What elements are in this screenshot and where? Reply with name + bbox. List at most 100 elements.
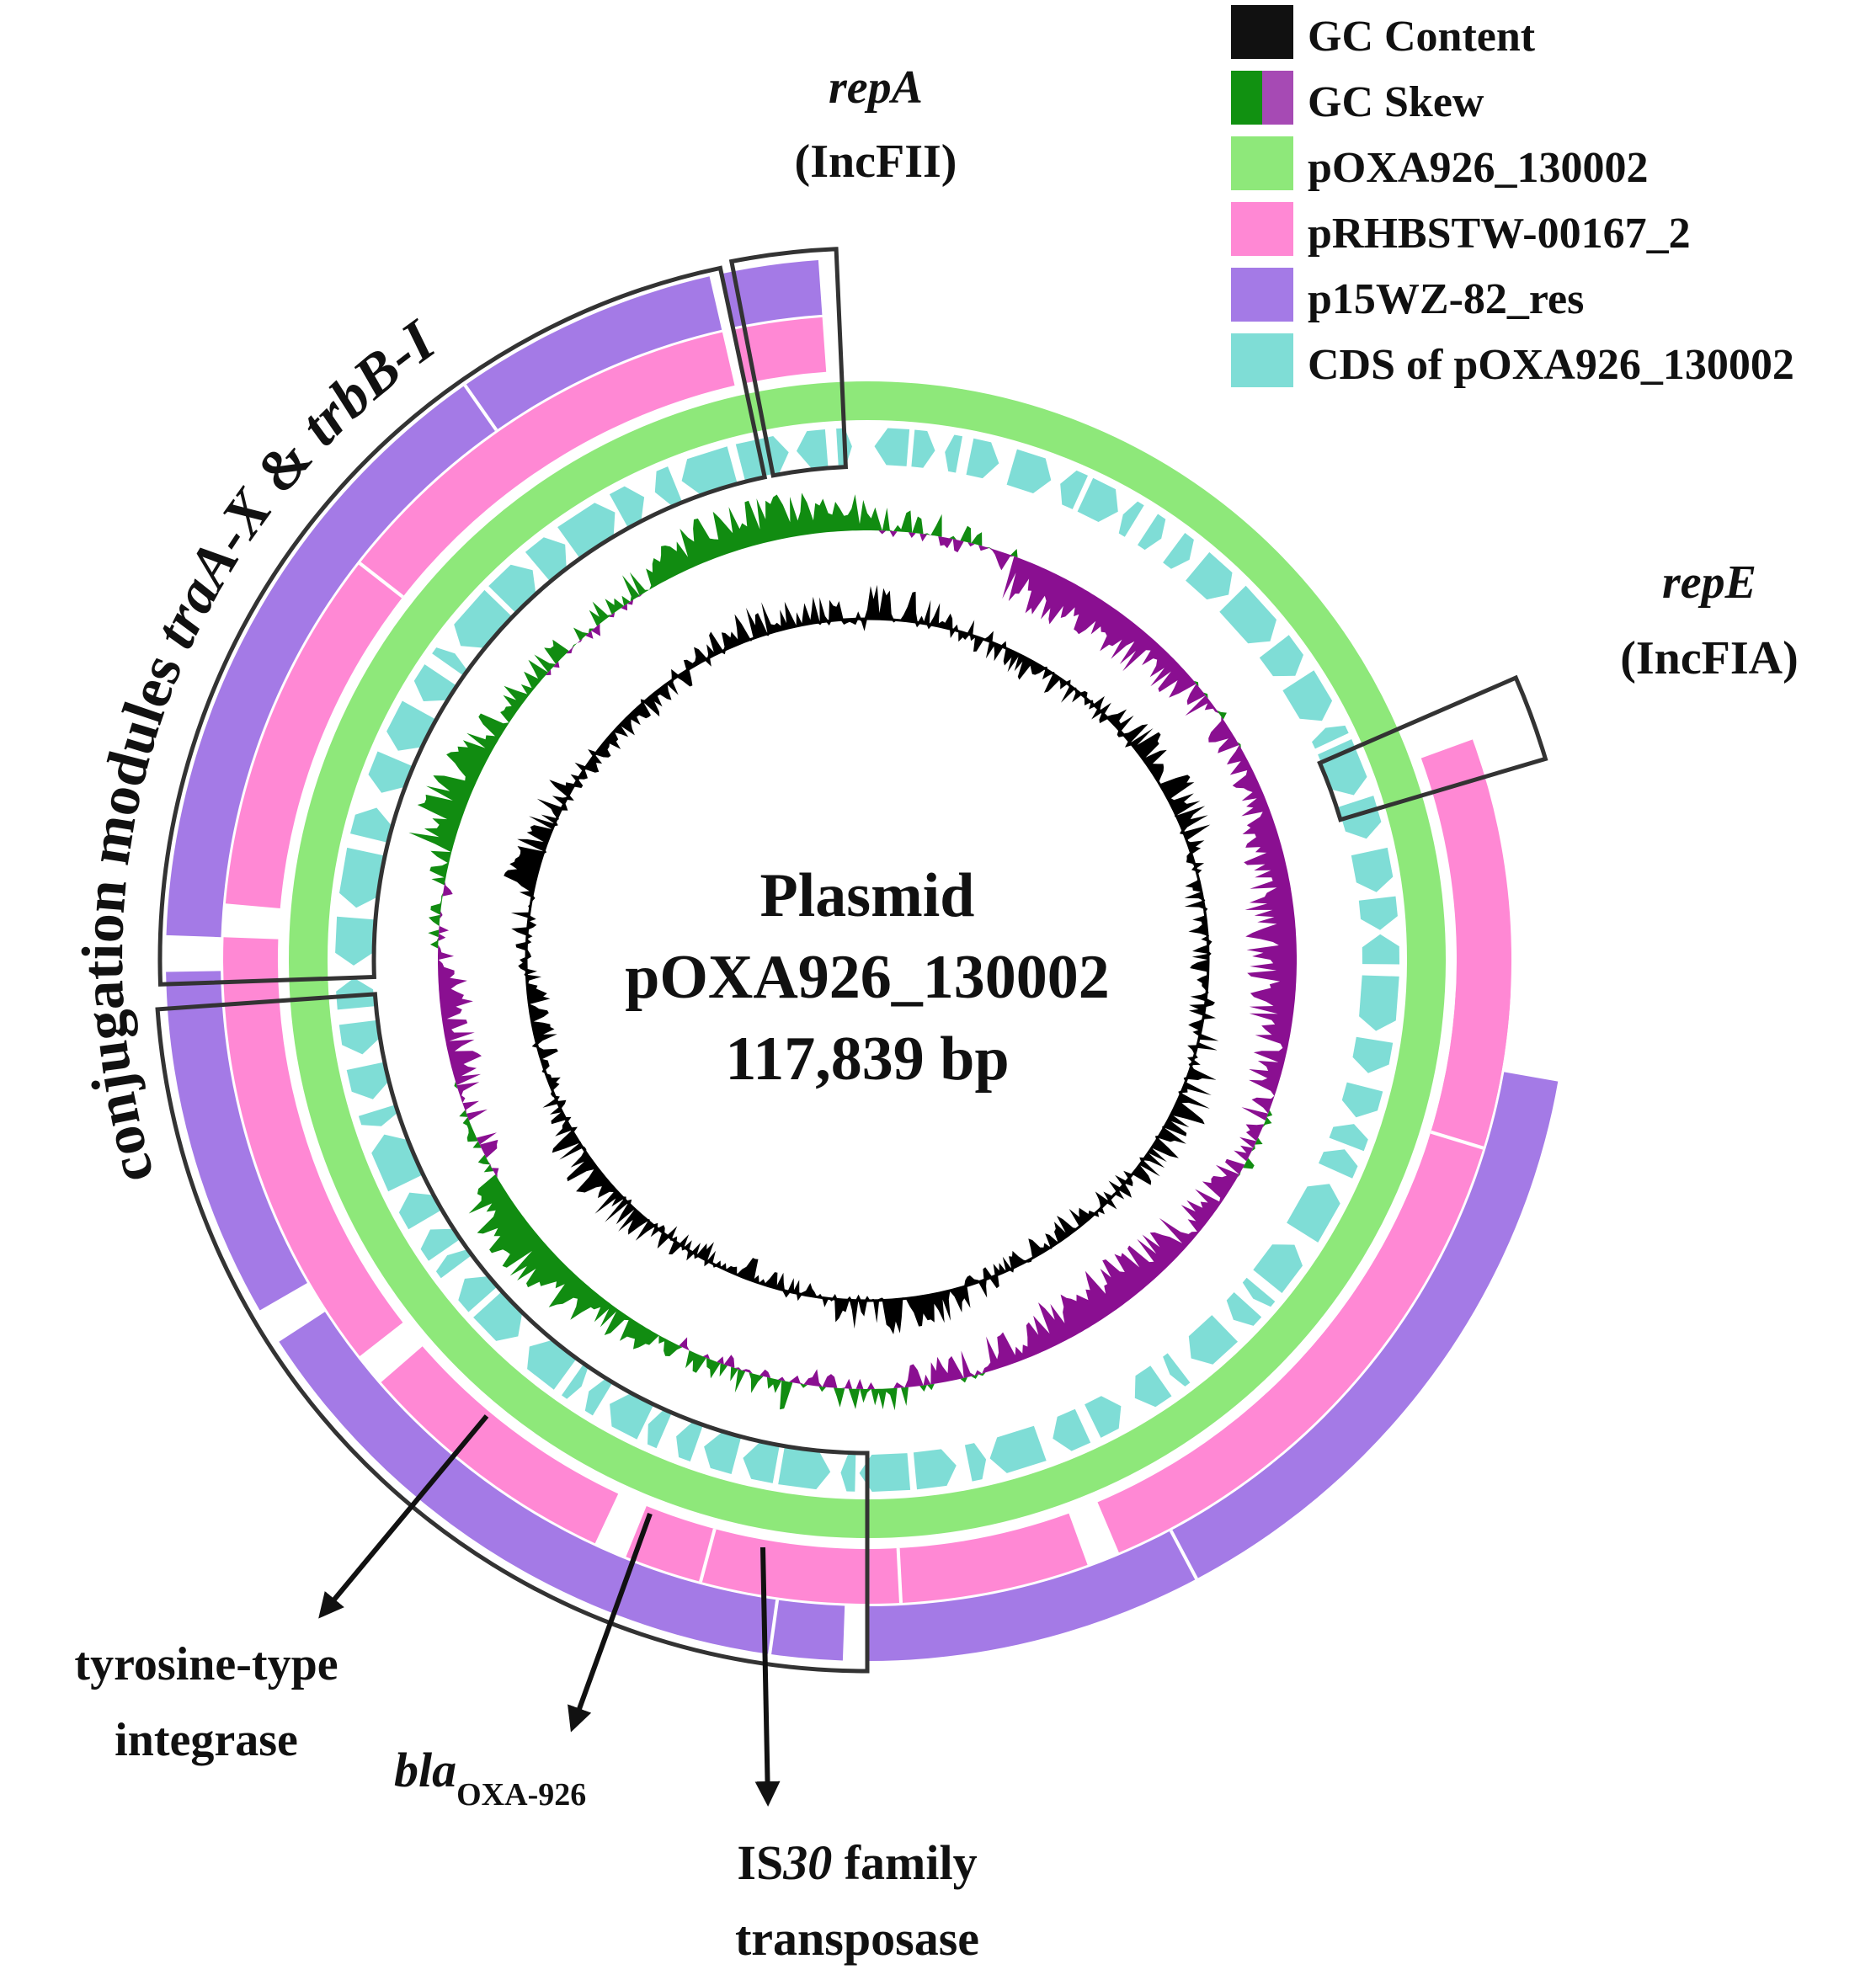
- legend-swatch-pRHBSTW: [1231, 202, 1293, 256]
- legend-label-cds: CDS of pOXA926_130002: [1308, 341, 1794, 389]
- cds-feature: [1287, 1184, 1340, 1243]
- plasmid-name: pOXA926_130002: [625, 943, 1110, 1012]
- p15WZ-arc: [166, 276, 722, 938]
- cds-feature: [1318, 739, 1367, 796]
- cds-feature: [945, 434, 962, 473]
- cds-feature: [368, 751, 412, 793]
- cds-feature: [350, 807, 392, 843]
- cds-feature: [797, 429, 829, 468]
- is30-suffix: family: [832, 1835, 977, 1890]
- cds-feature: [1352, 1036, 1394, 1073]
- legend-swatch-gc-content: [1231, 5, 1293, 59]
- cds-feature: [413, 664, 456, 701]
- cds-feature: [610, 1393, 653, 1440]
- cds-feature: [358, 1105, 397, 1126]
- cds-feature: [1338, 796, 1382, 839]
- repA-box: [728, 247, 849, 478]
- cds-feature: [681, 446, 738, 494]
- legend-label-pRHBSTW: pRHBSTW-00167_2: [1308, 210, 1691, 258]
- legend-label-gc-content: GC Content: [1308, 13, 1536, 61]
- cds-feature: [911, 429, 935, 468]
- integrase-label-line1: tyrosine-type: [74, 1638, 338, 1690]
- plasmid-rings: [166, 260, 1559, 1661]
- integrase-label-line2: integrase: [115, 1714, 298, 1766]
- cds-feature: [1006, 449, 1052, 493]
- cds-feature: [1053, 1408, 1091, 1451]
- highlight-boxes: [155, 247, 1548, 1674]
- cds-feature: [1226, 1292, 1262, 1326]
- cds-feature: [1134, 1365, 1172, 1408]
- legend-label-reference: pOXA926_130002: [1308, 144, 1648, 192]
- cds-feature: [525, 537, 567, 581]
- p15WZ-arc: [867, 1072, 1559, 1661]
- cds-feature: [420, 1228, 460, 1261]
- plasmid-title: Plasmid: [760, 861, 975, 930]
- pRHBSTW-arc-split: [358, 562, 404, 599]
- cds-feature: [435, 1249, 471, 1279]
- cds-feature: [584, 1379, 612, 1416]
- legend-swatch-cds: [1231, 333, 1293, 387]
- repE-label: repE: [1662, 556, 1756, 609]
- p15WZ-arc: [279, 1312, 845, 1661]
- p15WZ-arc-split: [463, 384, 498, 432]
- pRHBSTW-arc: [1420, 739, 1512, 1159]
- cds-feature: [704, 1432, 741, 1474]
- gc-content-baseline: [525, 617, 1210, 1302]
- bla-arrow: [568, 1512, 653, 1733]
- cds-feature: [562, 1365, 589, 1399]
- is30-arrow: [754, 1546, 781, 1807]
- repE-box: [1317, 674, 1548, 822]
- cds-feature: [1259, 635, 1303, 677]
- cds-feature: [1060, 470, 1088, 509]
- cds-feature: [989, 1425, 1047, 1473]
- cds-feature: [913, 1449, 957, 1490]
- is30-label-line2: transposase: [735, 1911, 979, 1966]
- cds-feature: [1242, 1277, 1276, 1307]
- cds-feature: [874, 428, 910, 466]
- pRHBSTW-arc: [381, 1346, 619, 1544]
- legend-label-gc-skew: GC Skew: [1308, 78, 1484, 126]
- cds-feature: [1163, 1353, 1191, 1387]
- cds-feature: [859, 1453, 911, 1492]
- cds-feature: [346, 1062, 388, 1099]
- p15WZ-arc: [166, 971, 307, 1311]
- repE-inc-label: (IncFIA): [1620, 632, 1799, 684]
- repA-label: repA: [829, 61, 923, 114]
- legend-swatch-p15WZ: [1231, 268, 1293, 322]
- cds-feature: [1077, 477, 1118, 522]
- cds-feature: [339, 847, 384, 908]
- conjugation-box-lower: [155, 992, 870, 1674]
- cds-feature: [454, 589, 512, 648]
- cds-feature: [1329, 1124, 1368, 1152]
- legend-swatch-gc-skew-green: [1231, 71, 1262, 125]
- cds-feature: [1085, 1396, 1122, 1438]
- cds-feature: [557, 503, 616, 557]
- bla-gene-text: bla: [394, 1743, 456, 1797]
- cds-feature: [371, 1134, 422, 1192]
- pRHBSTW-arc: [225, 332, 735, 909]
- p15WZ-arc-split: [768, 1600, 780, 1655]
- repA-inc-label: (IncFII): [795, 136, 957, 188]
- cds-feature: [1138, 514, 1166, 551]
- is30-label-line1: IS30 family: [737, 1835, 977, 1890]
- pRHBSTW-arc: [1246, 1180, 1465, 1453]
- cds-feature: [1341, 1082, 1383, 1118]
- pRHBSTW-arc-split: [1430, 1130, 1484, 1150]
- cds-feature: [386, 700, 435, 751]
- bla-subscript: OXA-926: [456, 1777, 586, 1813]
- cds-feature: [654, 466, 682, 506]
- pRHBSTW-arc: [626, 1506, 1088, 1605]
- cds-feature: [1163, 533, 1194, 569]
- cds-feature: [964, 1443, 987, 1482]
- p15WZ-arc: [721, 260, 823, 327]
- integrase-arrow: [318, 1414, 489, 1619]
- cds-feature: [778, 1447, 831, 1490]
- cds-feature: [966, 438, 999, 479]
- cds-feature: [458, 1276, 497, 1312]
- pRHBSTW-arc: [223, 937, 403, 1356]
- cds-feature: [527, 1340, 576, 1390]
- legend-swatch-reference: [1231, 136, 1293, 190]
- cds-feature: [648, 1410, 672, 1449]
- p15WZ-arc-split: [1169, 1530, 1198, 1580]
- legend-swatch-gc-skew-purple: [1262, 71, 1293, 125]
